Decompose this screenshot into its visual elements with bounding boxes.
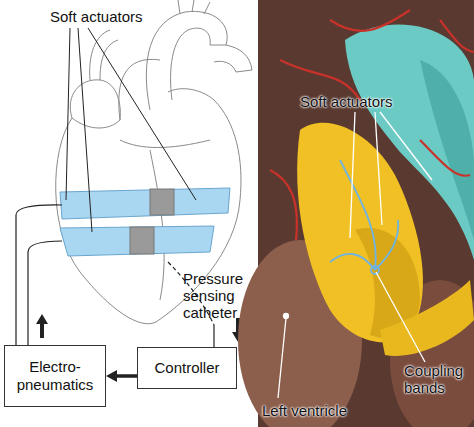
aorta (146, 11, 227, 110)
yellow-actuator (297, 123, 423, 343)
lower-band-coupler (130, 227, 154, 254)
vessel (420, 140, 470, 176)
leader-line (376, 272, 425, 362)
callout-label: Pressure sensing catheter (183, 270, 255, 321)
node-text-group: Electro- pneumatics (7, 358, 103, 394)
callout-label: Soft actuators (50, 8, 180, 25)
box-text: Electro- pneumatics (7, 358, 103, 394)
upper-band-coupler (150, 189, 174, 215)
leader-line (278, 318, 286, 398)
flow-arrow-up (36, 314, 48, 338)
leader-line (88, 28, 196, 200)
vessel (440, 20, 474, 52)
vessel (270, 170, 297, 240)
process-box: Controller (137, 347, 237, 389)
catheter-line (213, 325, 214, 347)
callout-label: Coupling bands (404, 362, 474, 396)
leader-line (78, 28, 92, 232)
pneumatic-tube (28, 241, 62, 345)
leader-line (375, 112, 382, 225)
callout-label: Soft actuators (300, 93, 420, 110)
process-box: Electro- pneumatics (4, 345, 106, 407)
leader-line (350, 112, 355, 238)
coronary (120, 140, 210, 148)
aortic-branches (178, 0, 210, 14)
signal-arrow (117, 374, 137, 378)
upper-actuator-band (60, 188, 230, 219)
left-atrium (70, 80, 120, 128)
leader-line (66, 28, 70, 200)
yellow-actuator-lower (380, 280, 474, 356)
actuator-bands (60, 188, 230, 256)
lower-actuator-band (60, 226, 214, 256)
leader-lines (66, 28, 196, 232)
blood-vessels (270, 10, 474, 240)
coupling-strings (330, 160, 398, 274)
vessel (330, 10, 410, 31)
node-text-group: Controller (154, 359, 219, 377)
box-text: Controller (154, 359, 219, 377)
pneumatic-tube (16, 205, 62, 345)
coupling-string (330, 220, 398, 270)
callout-label: Left ventricle (262, 402, 382, 419)
septum-line (150, 150, 164, 300)
cyan-actuator-shade (420, 60, 474, 240)
photo-leader-lines (278, 112, 432, 398)
leader-line (380, 112, 432, 180)
leader-dot (284, 314, 289, 319)
pneumatic-lines (16, 205, 62, 345)
arrow-head (106, 370, 117, 382)
coupling-knot (371, 266, 379, 274)
